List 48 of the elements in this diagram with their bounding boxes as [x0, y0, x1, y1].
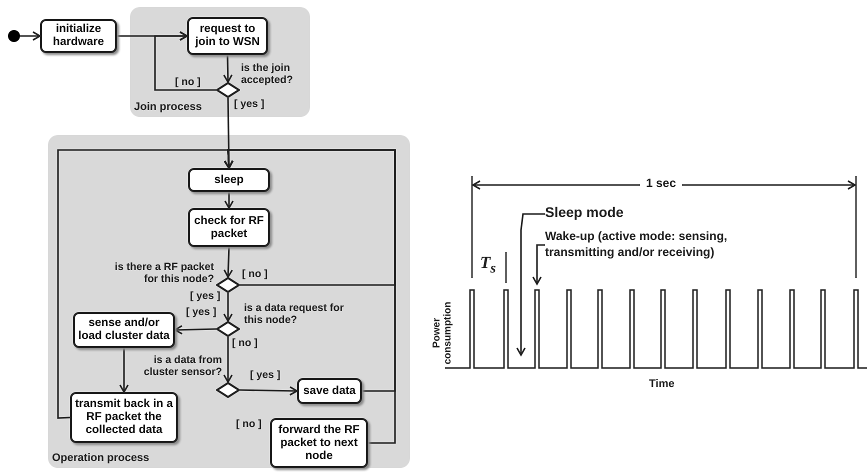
condition-text: is there a RF packet for this node?	[114, 261, 214, 285]
edge-label: [ no ]	[232, 337, 258, 349]
arrow	[154, 31, 216, 91]
leader-arrow	[532, 244, 545, 285]
period-label: T$_{s}$	[480, 257, 496, 274]
condition-text: is a data from cluster sensor?	[142, 354, 222, 378]
edge-label: [ yes ]	[234, 98, 264, 110]
condition-text: is the join accepted?	[241, 62, 294, 86]
action-box: initialize hardware	[40, 19, 117, 53]
callout-text: Sleep mode	[545, 204, 635, 224]
decision-diamond	[216, 277, 240, 293]
action-box: forward the RF packet to next node	[270, 418, 368, 468]
condition-label: [ no ]	[236, 418, 262, 430]
process-panel	[130, 7, 310, 117]
leader-arrow	[516, 213, 545, 356]
decision-diamond	[216, 82, 240, 98]
decision-diamond	[216, 321, 240, 337]
arrow	[223, 337, 233, 383]
action-box: check for RF packet	[188, 208, 270, 247]
edge-label: [ no ]	[242, 268, 268, 280]
arrow	[20, 31, 41, 41]
edge-label: [ yes ]	[250, 369, 280, 381]
dimension-label: 1 sec	[646, 177, 676, 189]
group-title: Join process	[134, 101, 202, 113]
group-title: Operation process	[52, 452, 150, 464]
action-box: request to join to WSN	[187, 17, 268, 55]
edge-label: [ yes ]	[190, 290, 220, 302]
decision-diamond	[216, 382, 240, 398]
arrow	[240, 386, 298, 396]
edge-label: [ no ]	[175, 76, 201, 88]
arrow	[223, 246, 234, 278]
process-panel	[48, 135, 410, 468]
callout-text: Wake-up (active mode: sensing, transmitting and/or receiving)	[545, 228, 755, 262]
start-dot	[8, 30, 20, 42]
arrow	[119, 348, 129, 393]
arrow	[223, 293, 233, 322]
edge-label: [ yes ]	[186, 306, 216, 318]
action-box: save data	[297, 378, 362, 404]
arrow	[174, 325, 216, 335]
action-box: sleep	[188, 168, 270, 192]
action-box: transmit back in a RF packet the collected data	[70, 392, 178, 443]
axis-label: Time	[649, 378, 674, 390]
arrow	[224, 192, 234, 209]
axis-label: Power consumption	[432, 300, 454, 366]
arrow	[223, 54, 233, 83]
action-box: sense and/or load cluster data	[73, 312, 175, 348]
arrow	[224, 149, 396, 444]
condition-text: is a data request for this node?	[244, 302, 344, 326]
